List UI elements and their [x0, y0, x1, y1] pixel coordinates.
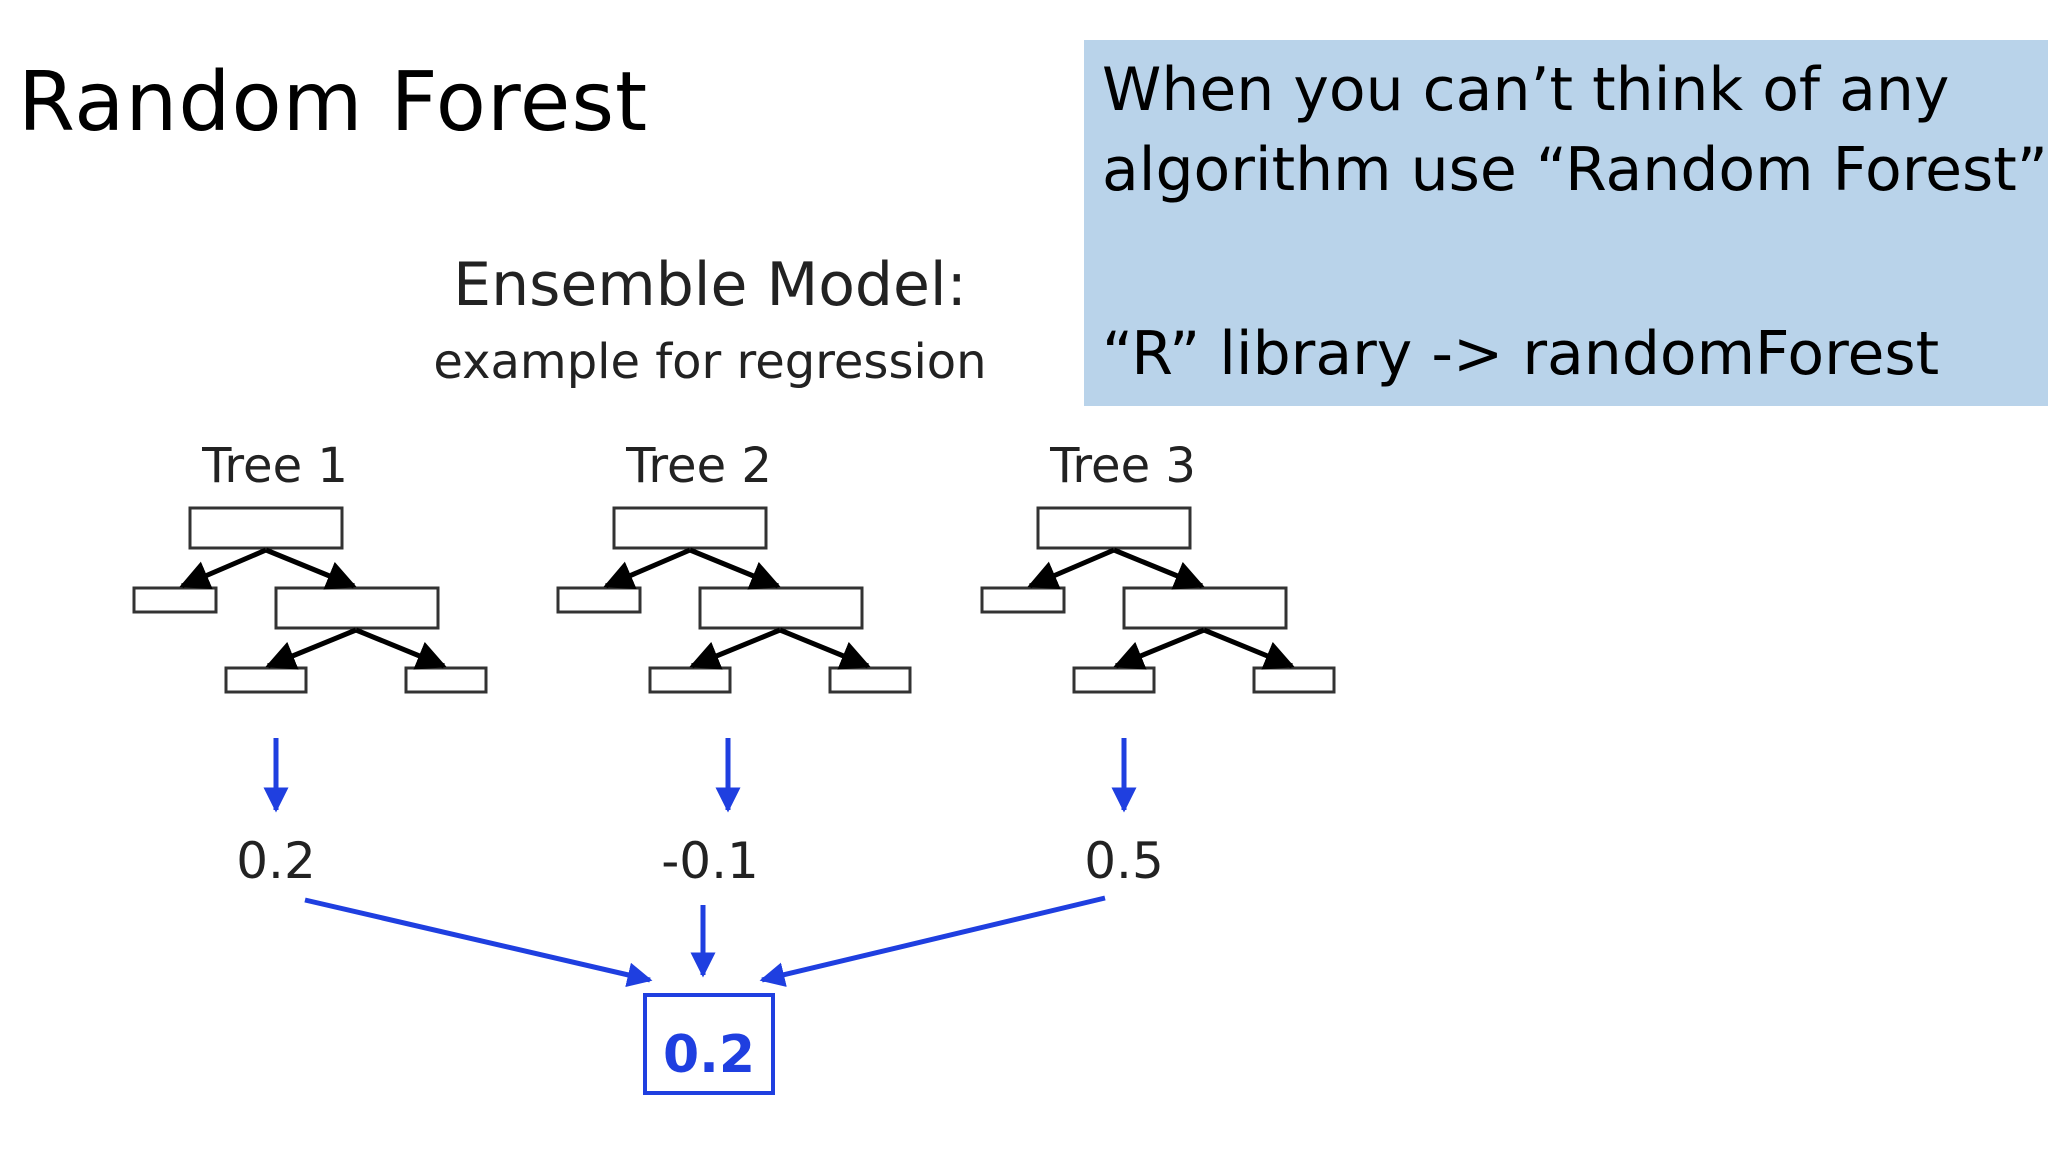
tree-edge	[689, 547, 781, 590]
tree-root-node	[188, 506, 344, 550]
tree-left-leaf	[132, 586, 218, 614]
tree-edge	[355, 627, 447, 670]
tree-prediction: -0.1	[661, 832, 759, 890]
tree-1: Tree 1 0.2	[132, 438, 488, 890]
tree-leaf-right	[1252, 666, 1336, 694]
tree-internal-node	[1122, 586, 1288, 630]
callout-box: When you can’t think of any algorithm us…	[1084, 40, 2048, 406]
callout-line-3: “R” library -> randomForest	[1102, 319, 1940, 389]
diagram-subheading: example for regression	[433, 334, 986, 390]
tree-edge	[779, 627, 871, 670]
tree-internal-node	[698, 586, 864, 630]
combine-arrow-right	[759, 895, 1106, 987]
tree-edge	[603, 547, 691, 590]
tree-root-node	[612, 506, 768, 550]
result-value: 0.2	[663, 1025, 755, 1085]
tree-3: Tree 3 0.5	[980, 438, 1336, 890]
diagram-heading: Ensemble Model:	[453, 250, 967, 320]
trees-group: Tree 1 0.2 Tree 2 -0.1 Tree 3 0.5	[132, 438, 1336, 890]
tree-prediction: 0.5	[1084, 832, 1164, 890]
tree-edge	[689, 627, 781, 670]
callout-line-1: When you can’t think of any	[1102, 55, 1950, 125]
tree-left-leaf	[556, 586, 642, 614]
tree-edge	[1203, 627, 1295, 670]
slide-title: Random Forest	[18, 55, 649, 150]
tree-2: Tree 2 -0.1	[556, 438, 912, 890]
combine-group: 0.2	[304, 895, 1106, 1095]
combine-arrow-left	[304, 897, 653, 988]
tree-leaf-left	[224, 666, 308, 694]
tree-edge	[265, 547, 357, 590]
tree-edge	[179, 547, 267, 590]
tree-edge	[1027, 547, 1115, 590]
tree-label: Tree 3	[1049, 438, 1196, 494]
tree-leaf-left	[648, 666, 732, 694]
tree-root-node	[1036, 506, 1192, 550]
tree-prediction: 0.2	[236, 832, 316, 890]
tree-edge	[1113, 627, 1205, 670]
tree-internal-node	[274, 586, 440, 630]
tree-leaf-left	[1072, 666, 1156, 694]
result-box	[643, 993, 775, 1095]
callout-line-2: algorithm use “Random Forest”	[1102, 135, 2048, 205]
tree-edge	[1113, 547, 1205, 590]
tree-edge	[265, 627, 357, 670]
tree-leaf-right	[404, 666, 488, 694]
tree-label: Tree 2	[625, 438, 772, 494]
tree-left-leaf	[980, 586, 1066, 614]
tree-leaf-right	[828, 666, 912, 694]
tree-label: Tree 1	[201, 438, 348, 494]
